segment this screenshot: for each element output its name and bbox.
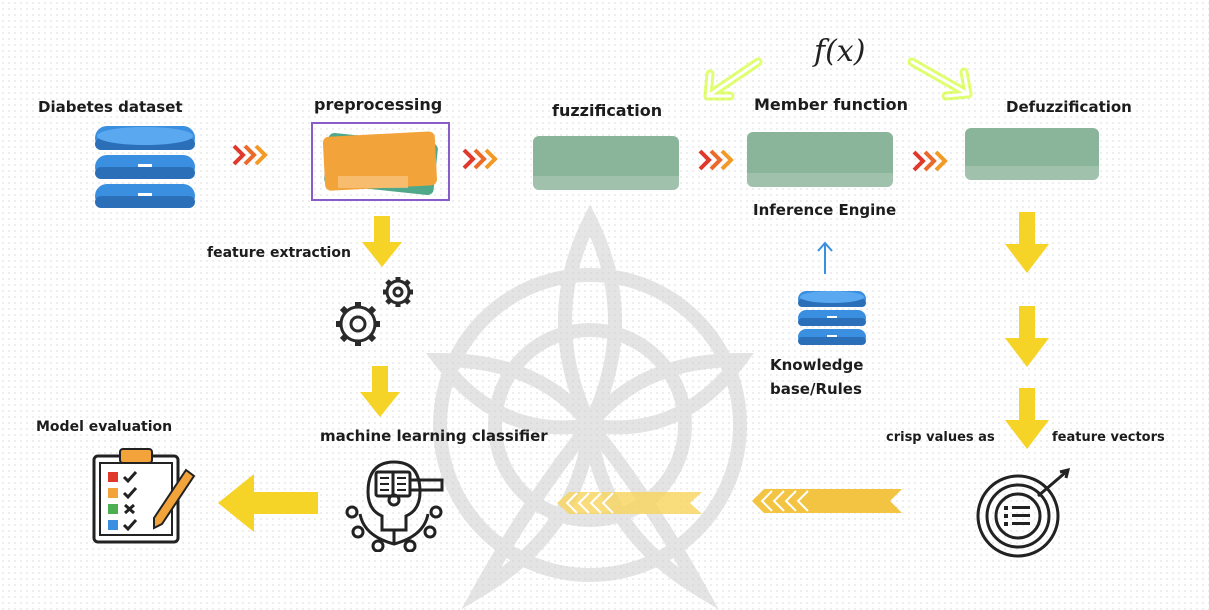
inference-engine-label: Inference Engine [753, 201, 897, 219]
down-arrow-3 [1005, 212, 1049, 273]
crisp-values-label: crisp values as [886, 430, 995, 445]
chevron-arrows-4 [912, 150, 948, 172]
watermark-ornament [425, 204, 755, 610]
glow-arrow-right [907, 57, 973, 101]
down-arrow-5 [1005, 388, 1049, 449]
ribbon-arrow-right [752, 489, 902, 513]
brain-circuit-icon [345, 460, 444, 552]
chevron-arrows-1 [232, 144, 268, 166]
dataset-label: Diabetes dataset [38, 98, 183, 116]
database-icon [95, 126, 195, 208]
feature-vectors-label: feature vectors [1052, 430, 1165, 445]
fuzzification-label: fuzzification [552, 101, 663, 120]
clipboard-checklist-icon [92, 448, 196, 544]
knowledge-base-label-1: Knowledge [770, 356, 864, 374]
chevron-arrows-3 [698, 149, 734, 171]
formula-label: f(x) [814, 34, 866, 69]
preprocessing-box [311, 122, 450, 201]
ribbon-arrow-left [557, 492, 702, 514]
feature-extraction-label: feature extraction [207, 245, 351, 261]
preprocessing-stack [322, 131, 438, 196]
down-arrow-1 [362, 216, 402, 267]
down-arrow-2 [360, 366, 400, 417]
target-checklist-icon [976, 468, 1071, 558]
knowledge-database-icon [798, 291, 866, 345]
defuzzification-label: Defuzzification [1006, 98, 1132, 116]
left-arrow-big [218, 474, 318, 532]
up-arrow-icon [817, 241, 833, 274]
fuzzification-box [533, 136, 679, 190]
member-function-box [747, 132, 893, 187]
gears-icon [336, 277, 413, 346]
chevron-arrows-2 [462, 148, 498, 170]
ml-classifier-label: machine learning classifier [320, 427, 548, 445]
down-arrow-4 [1005, 306, 1049, 367]
preprocessing-label: preprocessing [314, 95, 443, 114]
glow-arrow-left [703, 57, 763, 101]
member-function-label: Member function [754, 95, 908, 114]
defuzzification-box [965, 128, 1099, 180]
knowledge-base-label-2: base/Rules [770, 380, 862, 398]
model-evaluation-label: Model evaluation [36, 419, 173, 435]
